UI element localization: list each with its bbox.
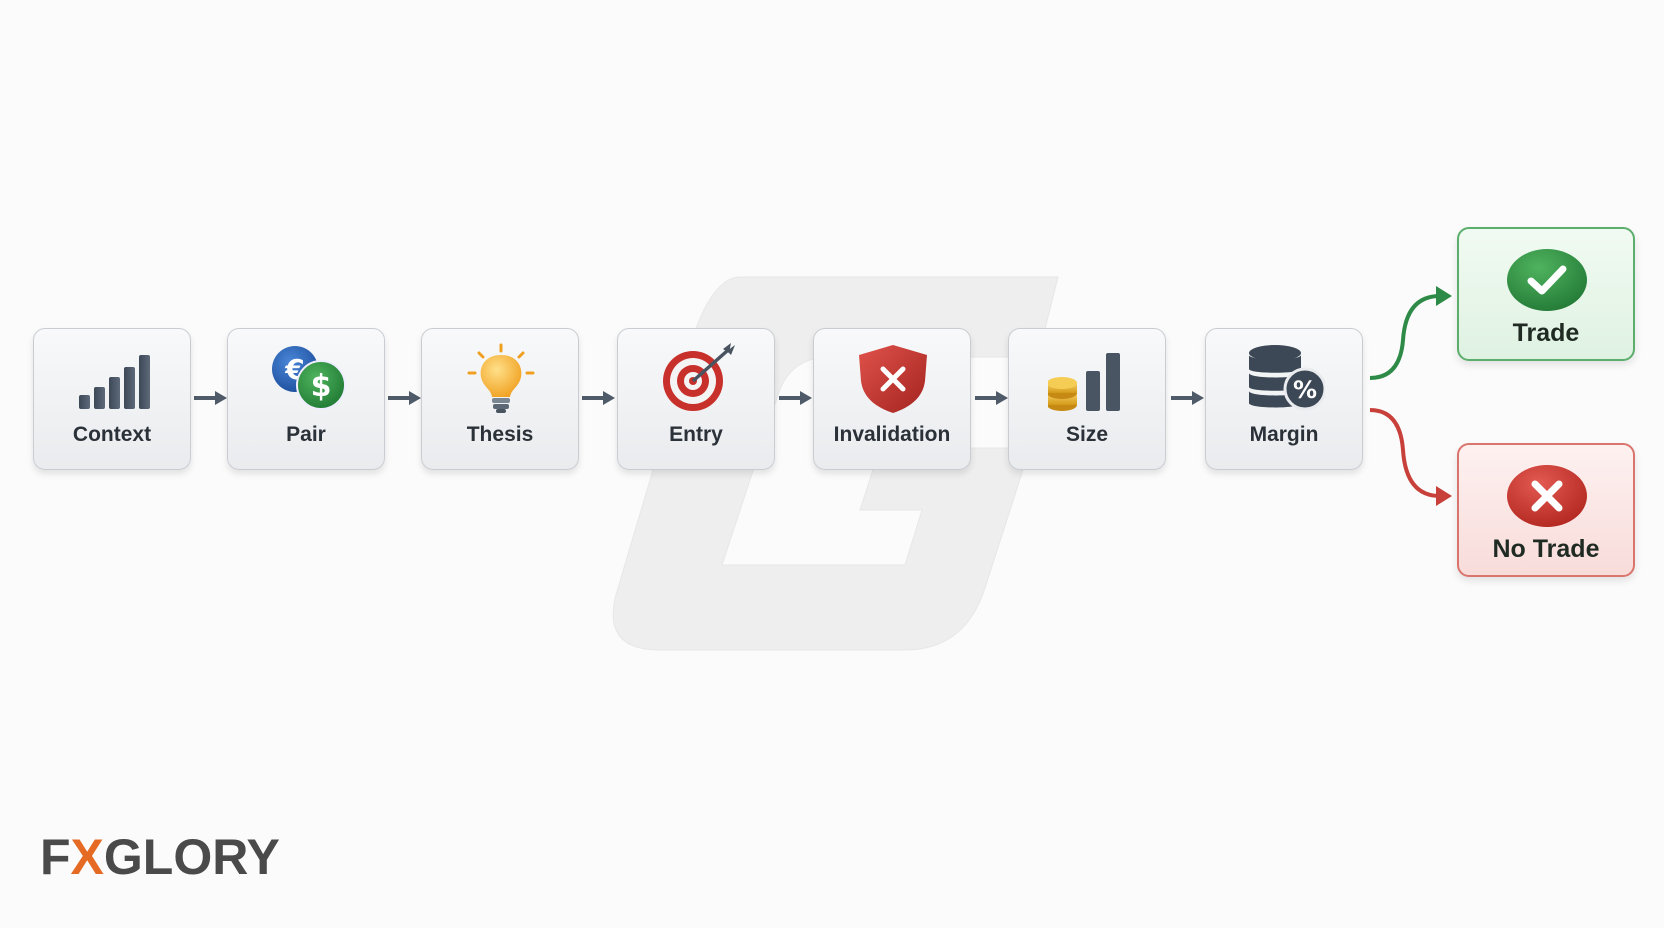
step-label: Pair [286, 423, 326, 446]
step-size: Size [1008, 328, 1166, 470]
step-label: Margin [1249, 423, 1319, 446]
database-percent-icon: % [1249, 345, 1325, 411]
lightbulb-icon [467, 343, 535, 413]
step-pair: € $ Pair [227, 328, 385, 470]
step-label: Context [72, 423, 152, 446]
outcome-label: No Trade [1492, 535, 1600, 563]
step-thesis: Thesis [421, 328, 579, 470]
x-circle-icon [1507, 465, 1587, 527]
step-context: Context [33, 328, 191, 470]
step-margin: % Margin [1205, 328, 1363, 470]
arrow-margin-notrade [1369, 408, 1441, 498]
outcome-trade: Trade [1457, 227, 1635, 361]
brand-logo: FXGLORY [40, 829, 280, 885]
bar-chart-icon [79, 355, 150, 409]
svg-text:$: $ [311, 369, 332, 404]
outcome-no-trade: No Trade [1457, 443, 1635, 577]
check-circle-icon [1507, 249, 1587, 311]
step-invalidation: Invalidation [813, 328, 971, 470]
step-entry: Entry [617, 328, 775, 470]
step-label: Thesis [466, 423, 534, 446]
step-label: Invalidation [833, 423, 951, 446]
shield-x-icon [859, 345, 927, 413]
step-label: Entry [669, 423, 723, 446]
coins-bars-icon [1048, 353, 1120, 411]
step-label: Size [1065, 423, 1109, 446]
arrow-margin-trade [1369, 294, 1441, 380]
currency-pair-icon: € $ [272, 346, 346, 410]
svg-text:%: % [1293, 376, 1317, 404]
target-icon [663, 343, 735, 411]
outcome-label: Trade [1512, 319, 1580, 347]
